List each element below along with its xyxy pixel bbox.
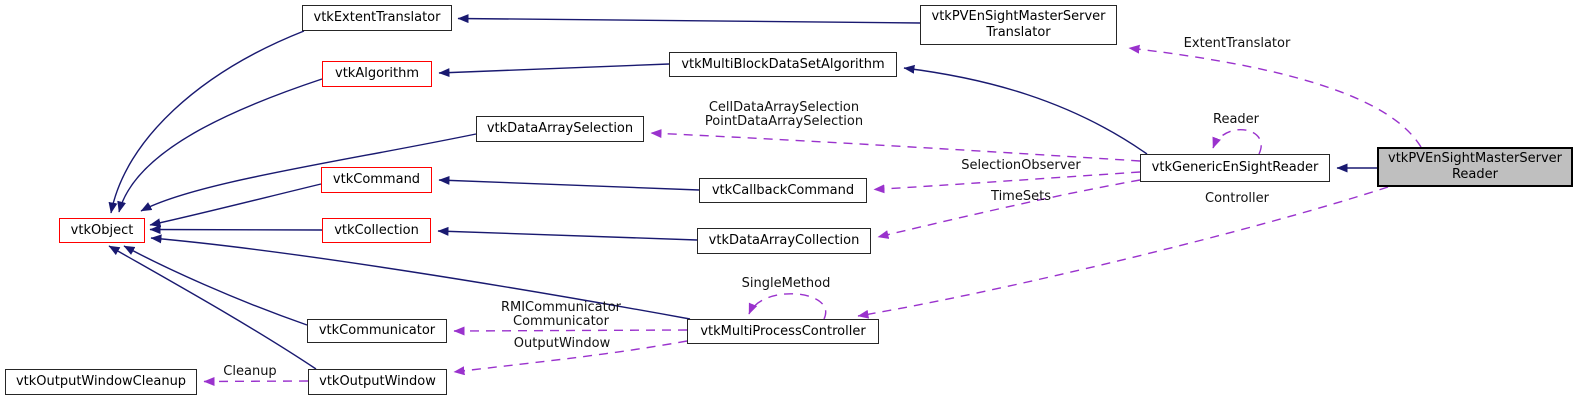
edge-vtkdataarrayselection-to-vtkobject <box>140 133 477 212</box>
edge-vtkcommand-to-vtkobject <box>149 183 322 228</box>
node-vtkdataarraycollection[interactable]: vtkDataArrayCollection <box>697 228 871 254</box>
edge-usage-extenttranslator <box>1128 44 1422 148</box>
edge-usage-communicator <box>453 326 688 336</box>
edge-usage-selectionobserver <box>873 171 1141 194</box>
node-vtkoutputwindowcleanup[interactable]: vtkOutputWindowCleanup <box>5 369 197 395</box>
edge-usage-celldataarrayselection <box>650 128 1141 162</box>
edge-usage-controller <box>857 186 1389 319</box>
node-vtkcommunicator[interactable]: vtkCommunicator <box>307 319 447 343</box>
node-vtkalgorithm[interactable]: vtkAlgorithm <box>322 61 432 87</box>
node-vtkextenttranslator[interactable]: vtkExtentTranslator <box>302 5 452 31</box>
node-vtkobject[interactable]: vtkObject <box>59 218 145 243</box>
edge-vtkoutputwindow-to-vtkobject <box>108 245 317 370</box>
node-vtkoutputwindow[interactable]: vtkOutputWindow <box>308 369 447 395</box>
node-vtkmultiprocesscontroller[interactable]: vtkMultiProcessController <box>687 319 879 344</box>
node-vtkpvensightmasterservertranslator[interactable]: vtkPVEnSightMasterServer Translator <box>920 5 1117 45</box>
edge-translator-to-vtkextenttranslator <box>457 14 921 24</box>
edge-vtkdataarraycollection-to-vtkcollection <box>437 226 698 241</box>
node-vtkmultiblockdatasetalgorithm[interactable]: vtkMultiBlockDataSetAlgorithm <box>669 52 897 77</box>
edge-usage-timesets <box>877 179 1141 239</box>
edge-vtkgenericreader-to-vtkmultiblock <box>903 64 1148 155</box>
edge-vtkcollection-to-vtkobject <box>149 225 323 235</box>
edge-usage-cleanup <box>203 376 309 386</box>
edge-usage-outputwindow <box>453 340 688 376</box>
edge-vtkcommunicator-to-vtkobject <box>123 245 308 326</box>
node-vtkcallbackcommand[interactable]: vtkCallbackCommand <box>699 178 867 203</box>
node-vtkcommand[interactable]: vtkCommand <box>321 167 432 193</box>
node-vtkcollection[interactable]: vtkCollection <box>322 218 431 243</box>
edge-vtkalgorithm-to-vtkobject <box>117 78 323 213</box>
node-vtkpvensightmasterserverreader-current: vtkPVEnSightMasterServer Reader <box>1377 147 1573 187</box>
edge-vtkcallbackcommand-to-vtkcommand <box>438 175 700 191</box>
node-vtkgenericensightreader[interactable]: vtkGenericEnSightReader <box>1140 154 1330 182</box>
edge-usage-reader-selfloop <box>1212 128 1262 155</box>
edge-vtkextenttranslator-to-vtkobject <box>108 30 305 214</box>
edge-usage-singlemethod-selfloop <box>748 293 827 320</box>
edge-vtkmultiprocesscontroller-to-vtkobject <box>150 234 691 320</box>
node-vtkdataarrayselection[interactable]: vtkDataArraySelection <box>476 116 644 142</box>
edge-vtkmultiblock-to-vtkalgorithm <box>438 63 670 78</box>
